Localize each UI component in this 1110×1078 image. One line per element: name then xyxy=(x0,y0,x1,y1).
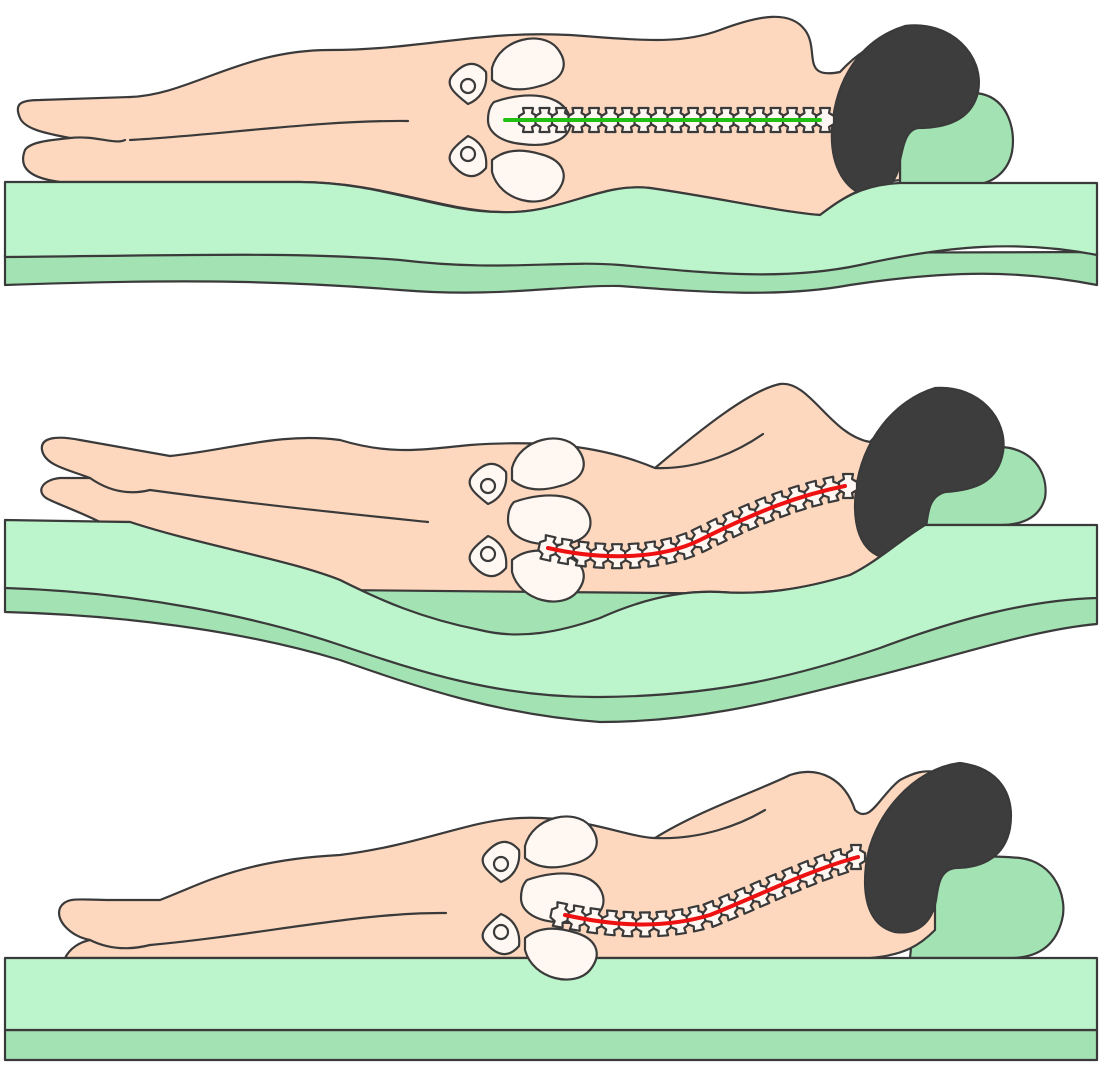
mattress-top xyxy=(3,518,1099,699)
leg-crease xyxy=(148,488,430,524)
scene-3-too-firm xyxy=(3,761,1099,1062)
alignment-line-misaligned xyxy=(546,484,847,559)
scene-2-too-soft xyxy=(3,382,1099,724)
mattress-base xyxy=(3,1028,1099,1062)
leg-crease xyxy=(148,911,448,947)
leg-crease xyxy=(128,119,410,142)
scene-1-medium-firm xyxy=(3,15,1099,294)
mattress-top xyxy=(3,956,1099,1032)
alignment-line-misaligned xyxy=(563,855,860,927)
back-crease xyxy=(653,432,765,470)
hair xyxy=(863,761,1012,934)
back-crease xyxy=(653,808,767,840)
hair xyxy=(830,24,980,197)
mattress-top xyxy=(3,180,1099,276)
foot-crease xyxy=(88,938,152,950)
foot-crease xyxy=(88,476,152,494)
foot-crease xyxy=(68,136,127,143)
